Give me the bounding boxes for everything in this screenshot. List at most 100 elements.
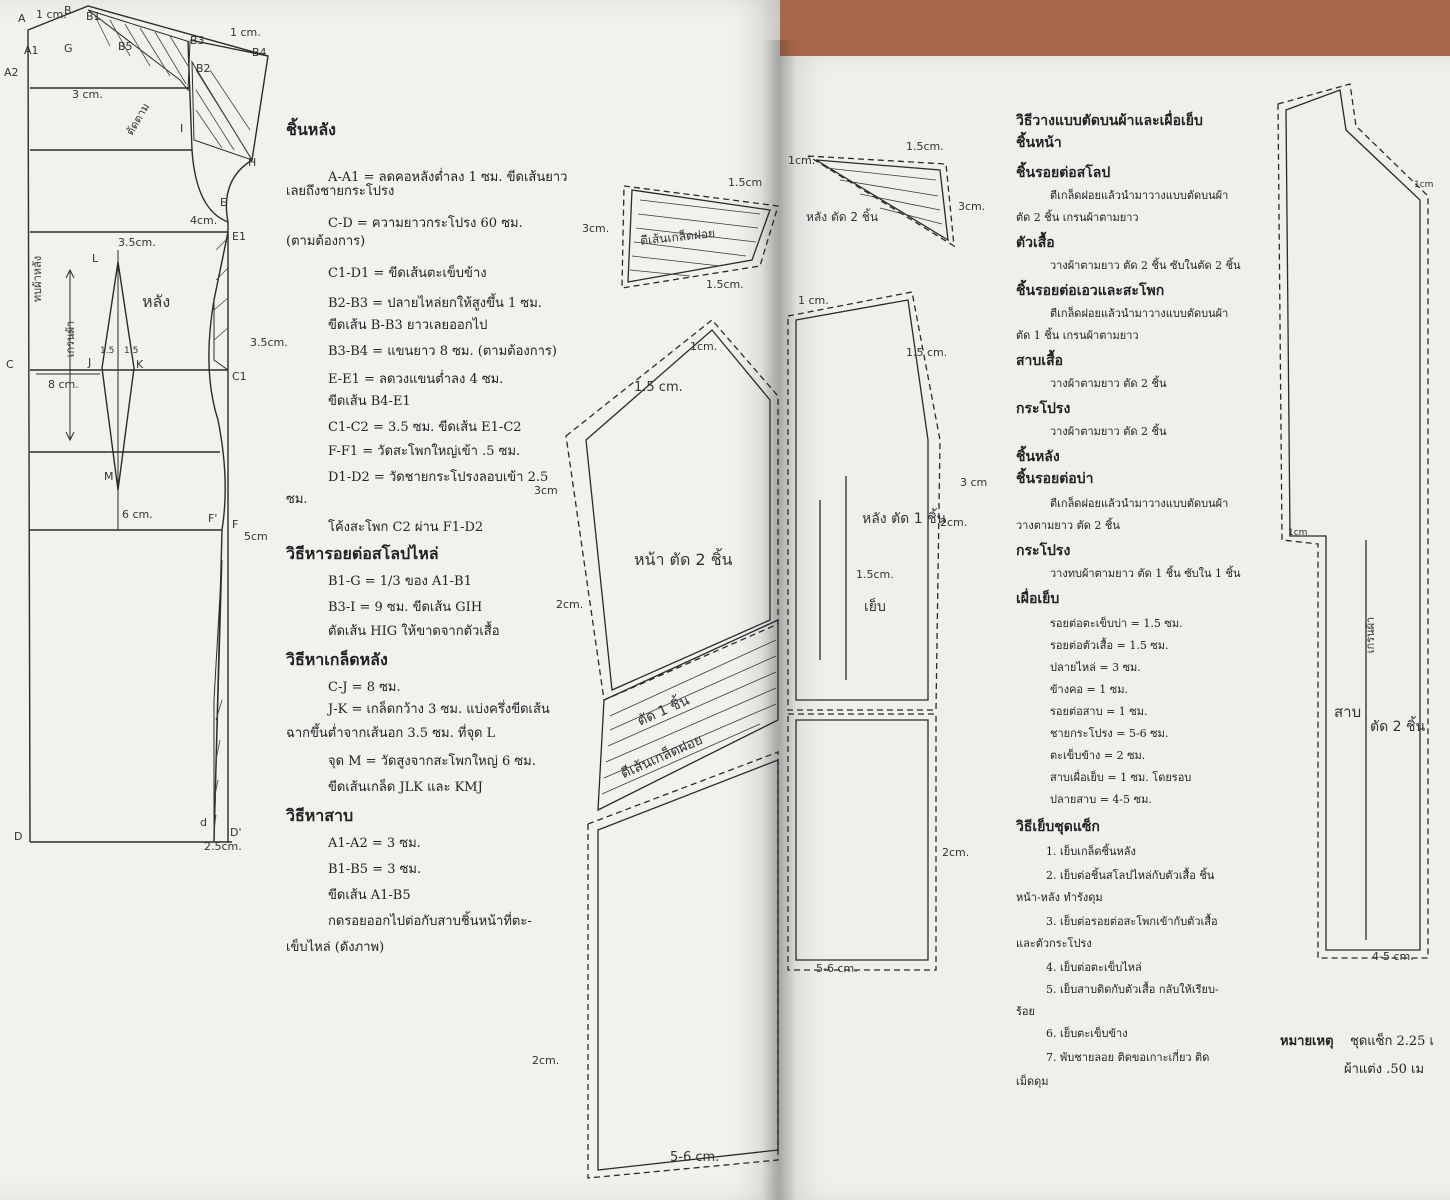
back-line-14: ซม. — [286, 492, 308, 507]
layout-15cm-b: 1.5cm. — [706, 278, 744, 291]
sew-line-10: 7. พับชายลอย ติดขอเกาะเกี่ยว ติด — [1046, 1051, 1210, 1064]
back-item-2-title: กระโปรง — [1016, 543, 1071, 559]
label-M: M — [104, 470, 114, 483]
layout-placket-cut: ตัด 2 ชิ้น — [1370, 719, 1426, 735]
back-line-8: B3-B4 = แขนยาว 8 ซม. (ตามต้องการ) — [328, 344, 557, 359]
front-item-5-title: กระโปรง — [1016, 401, 1071, 417]
label-D1: D' — [230, 826, 242, 839]
measure-3cm: 3 cm. — [72, 88, 103, 101]
placket-line-5: เข็บไหล่ (ดังภาพ) — [286, 940, 385, 955]
front-item-5-line-1: วางผ้าตามยาว ตัด 2 ชิ้น — [1050, 425, 1167, 438]
label-D2: d — [200, 816, 207, 829]
layout-56cm-b: 5-6 cm. — [816, 962, 858, 975]
measure-35cm-side: 3.5cm. — [250, 336, 288, 349]
back-line-3: C-D = ความยาวกระโปรง 60 ซม. — [328, 216, 523, 231]
back-line-7: ขีดเส้น B-B3 ยาวเลยออกไป — [328, 318, 488, 333]
heading-sew: วิธีเย็บชุดแซ็ก — [1016, 819, 1100, 835]
label-B: B — [64, 4, 72, 17]
heading-placket: วิธีหาสาบ — [286, 806, 354, 825]
hip-curve — [208, 231, 229, 843]
front-item-4-line-1: วางผ้าตามยาว ตัด 2 ชิ้น — [1050, 377, 1167, 390]
placket-line-2: B1-B5 = 3 ซม. — [328, 862, 422, 877]
layout-1cm-d: 1cm — [1414, 180, 1434, 190]
back-line-2: เลยถึงชายกระโปรง — [286, 184, 395, 199]
layout-2cm: 2cm. — [556, 598, 584, 611]
seam-line-5: รอยต่อสาบ = 1 ซม. — [1050, 705, 1148, 718]
label-K: K — [136, 358, 144, 371]
front-item-3-title: ชิ้นรอยต่อเอวและสะโพก — [1016, 283, 1165, 299]
armhole-curve — [225, 159, 253, 223]
label-A: A — [18, 12, 26, 25]
back-item-2-line-1: วางทบผ้าตามยาว ตัด 1 ชิ้น ซับใน 1 ชิ้น — [1050, 567, 1241, 580]
back-center-line — [27, 29, 31, 843]
layout-3cm-b: 3cm — [534, 484, 558, 497]
sew-line-6: 4. เย็บต่อตะเข็บไหล่ — [1046, 961, 1142, 974]
layout-2cm-b: 2cm. — [532, 1054, 560, 1067]
layout-15cm-e: 1.5 cm. — [906, 346, 948, 359]
layout-front-cut: หน้า ตัด 2 ชิ้น — [634, 550, 733, 569]
dart-line-1: C-J = 8 ซม. — [328, 680, 401, 695]
heading-back-right: ชิ้นหลัง — [1016, 449, 1060, 465]
label-B5: B5 — [118, 40, 133, 53]
dart-line-5: ขีดเส้นเกล็ด JLK และ KMJ — [328, 780, 483, 795]
layout-15cm-c: 1.5 cm. — [634, 380, 683, 395]
layout-15cm: 1.5cm — [728, 176, 763, 189]
measure-8cm: 8 cm. — [48, 378, 79, 391]
label-B1: B1 — [86, 10, 101, 23]
back-line-12: F-F1 = วัดสะโพกใหญ่เข้า .5 ซม. — [328, 444, 521, 459]
note-line-2: ผ้าแต่ง .50 เม — [1344, 1062, 1425, 1077]
back-line-15: โค้งสะโพก C2 ผ่าน F1-D2 — [328, 520, 484, 535]
seam-line-2: รอยต่อตัวเสื้อ = 1.5 ซม. — [1050, 639, 1169, 652]
heading-yoke: วิธีหารอยต่อสโลปไหล่ — [286, 544, 439, 563]
back-line-4: (ตามต้องการ) — [286, 234, 366, 249]
layout-15cm-d: 1.5cm. — [906, 140, 944, 153]
back-item-1-title: ชิ้นรอยต่อบ่า — [1016, 471, 1094, 487]
sew-line-9: 6. เย็บตะเข็บข้าง — [1046, 1027, 1128, 1040]
yoke-hatch — [87, 9, 191, 92]
label-J: J — [88, 356, 92, 369]
sew-line-2: 2. เย็บต่อชิ้นสโลปไหล่กับตัวเสื้อ ชิ้น — [1046, 869, 1215, 882]
label-A2: A2 — [4, 66, 19, 79]
measure-6cm: 6 cm. — [122, 508, 153, 521]
sew-line-11: เม็ดดุม — [1016, 1075, 1049, 1088]
book-gutter — [762, 40, 796, 1200]
heading-layout: วิธีวางแบบตัดบนผ้าและเผื่อเย็บ — [1016, 113, 1203, 129]
front-item-2-line-1: วางผ้าตามยาว ตัด 2 ชิ้น ซับในตัด 2 ชิ้น — [1050, 259, 1241, 272]
heading-dart: วิธีหาเกล็ดหลัง — [286, 650, 388, 669]
heading-front: ชิ้นหน้า — [1016, 135, 1062, 151]
dart-line-3: ฉากขึ้นต่ำจากเส้นอก 3.5 ซม. ที่จุด L — [286, 726, 496, 741]
label-E1: E1 — [232, 230, 246, 243]
placket-line-1: A1-A2 = 3 ซม. — [328, 836, 421, 851]
neck-shoulder-line — [27, 5, 269, 57]
side-seam-upper — [187, 41, 229, 223]
shoulder-line — [189, 39, 269, 161]
dart-line-2: J-K = เกล็ดกว้าง 3 ซม. แบ่งครึ่งขีดเส้น — [328, 702, 550, 717]
measure-1cm-shoulder: 1 cm. — [230, 26, 261, 39]
heading-back: ชิ้นหลัง — [286, 120, 336, 139]
front-item-4-title: สาบเสื้อ — [1016, 353, 1064, 369]
layout-1cm-b: 1cm. — [788, 154, 816, 167]
layout-back-cut: หลัง ตัด 1 ชิ้น — [862, 511, 947, 527]
yoke-line-2: B3-I = 9 ซม. ขีดเส้น GIH — [328, 600, 483, 615]
label-E: E — [220, 196, 227, 209]
front-item-1-title: ชิ้นรอยต่อสโลป — [1016, 165, 1111, 181]
note-label: หมายเหตุ — [1280, 1034, 1334, 1049]
layout-1cm: 1cm. — [690, 340, 718, 353]
label-C1: C1 — [232, 370, 247, 383]
yoke-line-3: ตัดเส้น HIG ให้ขาดจากตัวเสื้อ — [328, 624, 500, 639]
label-B3: B3 — [190, 34, 205, 47]
label-B4: B4 — [252, 46, 267, 59]
back-line-1: A-A1 = ลดคอหลังต่ำลง 1 ซม. ขีดเส้นยาว — [328, 170, 568, 185]
front-item-1-line-2: ตัด 2 ชิ้น เกรนผ้าตามยาว — [1016, 211, 1139, 224]
placket-line-4: กดรอยออกไปต่อกับสาบชิ้นหน้าที่ตะ- — [328, 914, 532, 929]
measure-5cm: 5cm — [244, 530, 268, 543]
front-item-2-title: ตัวเสื้อ — [1016, 235, 1055, 251]
label-H: H — [248, 156, 257, 169]
label-I: I — [180, 122, 184, 135]
seam-line-6: ชายกระโปรง = 5-6 ซม. — [1050, 727, 1169, 740]
layout-3cm-d: 3 cm — [960, 476, 988, 489]
sew-line-5: และตัวกระโปรง — [1016, 937, 1092, 950]
back-line-6: B2-B3 = ปลายไหล่ยกให้สูงขึ้น 1 ซม. — [328, 296, 542, 311]
label-F1: F' — [208, 512, 218, 525]
layout-56cm: 5-6 cm. — [670, 1150, 720, 1165]
